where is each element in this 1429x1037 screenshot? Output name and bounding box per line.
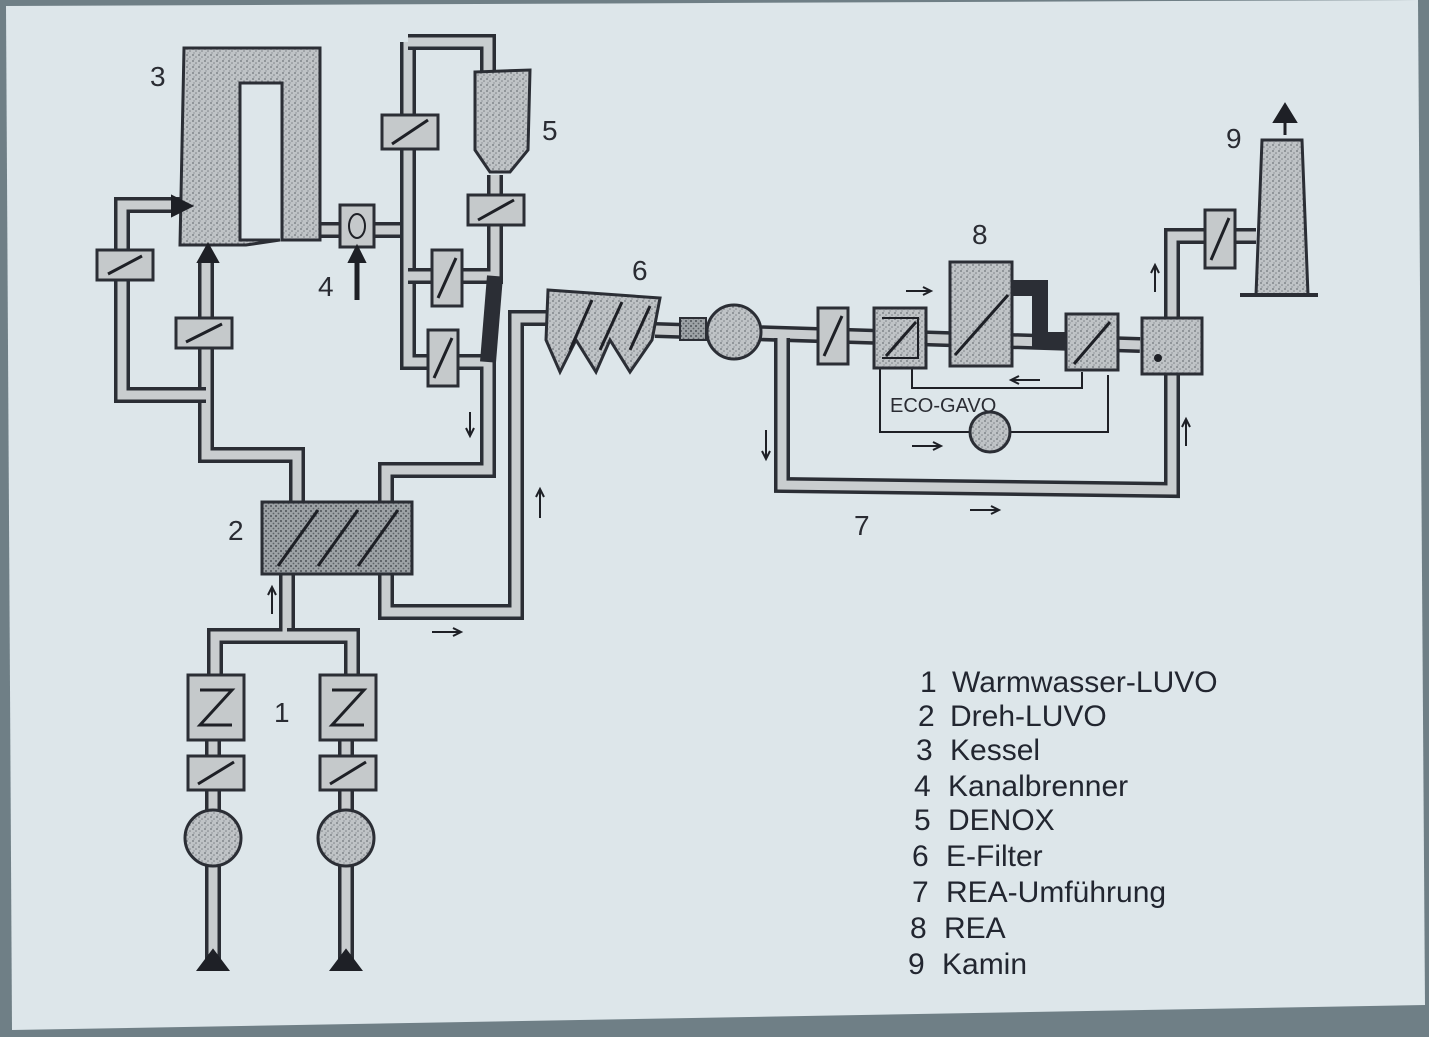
rea-scrubber [948,260,1014,368]
flow-arrow-icon [1150,262,1160,292]
label-6: 6 [632,255,648,286]
rea-inlet-damper [816,306,850,366]
legend-text: Kessel [950,734,1040,767]
flow-arrow-icon [761,430,771,462]
flow-arrow-icon [267,584,277,614]
boiler-bottom-arrow-icon [196,241,220,263]
boiler-air-inlet-arrow-icon [171,194,195,218]
legend-num: 9 [908,948,925,981]
legend-num: 2 [918,700,935,733]
eco-gavo-label: ECO-GAVO [890,395,996,417]
flow-arrow-icon [970,505,1002,515]
id-fan [679,303,763,361]
label-8: 8 [972,219,988,250]
legend-num: 3 [916,734,933,767]
label-1: 1 [274,697,290,728]
flow-arrow-icon [1008,375,1040,385]
legend-text: REA-Umführung [946,876,1166,909]
legend-num: 6 [912,840,929,873]
legend-text: Warmwasser-LUVO [952,666,1218,699]
burner-fuel-arrow-icon [347,243,367,263]
stack [1240,102,1318,297]
label-2: 2 [228,515,244,546]
legend-num: 7 [912,876,929,909]
duct-burner [338,203,376,300]
stack-exhaust-arrow-icon [1272,102,1298,123]
legend-text: Kamin [942,948,1027,981]
boiler [178,46,322,247]
flow-arrows [267,262,1191,637]
label-3: 3 [150,61,166,92]
legend-num: 8 [910,912,927,945]
legend: 1 Warmwasser-LUVO 2 Dreh-LUVO 3 Kessel 4… [908,666,1218,981]
stack-damper [1203,208,1237,270]
legend-text: E-Filter [946,840,1043,873]
flow-arrow-icon [432,627,464,637]
label-9: 9 [1226,123,1242,154]
flow-arrow-icon [465,412,475,439]
legend-num: 1 [920,666,937,699]
flow-arrow-icon [1181,416,1191,446]
denox-reactor [473,68,532,174]
flow-arrow-icon [912,441,944,451]
bypass-damper [95,248,155,282]
denox-dampers [380,113,526,388]
mixing-box [1140,316,1204,376]
eco-gavo-cold-side [968,312,1120,454]
legend-text: Kanalbrenner [948,770,1128,803]
warm-water-luvo-left [183,673,246,971]
label-5: 5 [542,115,558,146]
legend-text: REA [944,912,1006,945]
legend-num: 4 [914,770,931,803]
rotary-air-preheater [260,500,414,576]
legend-num: 5 [914,804,931,837]
eco-gavo-hot-side [872,306,928,370]
flow-arrow-icon [906,286,934,296]
e-filter [544,288,662,376]
label-7: 7 [854,510,870,541]
warm-water-luvo-right [316,673,378,971]
flow-arrow-icon [535,486,545,518]
legend-text: DENOX [948,804,1055,837]
label-4: 4 [318,271,334,302]
legend-text: Dreh-LUVO [950,700,1107,733]
air-damper [174,316,234,350]
